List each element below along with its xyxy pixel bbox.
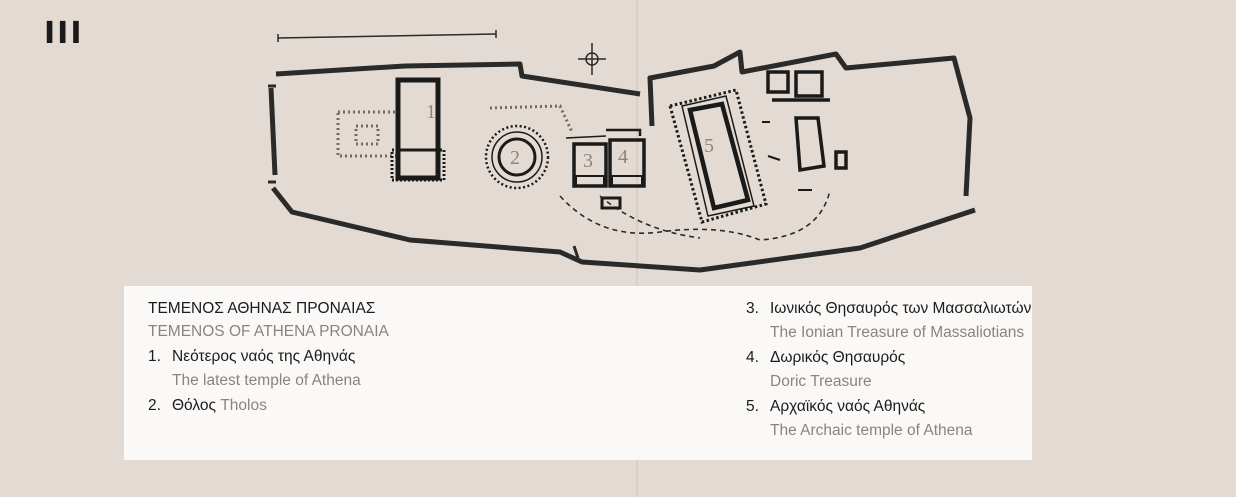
wall-markers	[268, 84, 580, 259]
legend-item-2-greek: Θόλος	[172, 397, 216, 414]
eastern-buildings	[762, 70, 848, 191]
map-label-2: 2	[510, 147, 520, 169]
legend-item-5-english: The Archaic temple of Athena	[770, 422, 973, 439]
legend-item-3-number: 3.	[746, 300, 759, 317]
page-fold	[636, 0, 638, 497]
altar-plan	[600, 196, 622, 210]
legend-item-4-english: Doric Treasure	[770, 373, 872, 390]
temple-1-plan	[390, 77, 446, 182]
foundation-outlines	[336, 104, 574, 158]
legend-item-5-greek: Αρχαϊκός ναός Αθηνάς	[770, 398, 926, 415]
legend-item-4-number: 4.	[746, 349, 759, 366]
legend-item-2-text: Θόλος Tholos	[172, 397, 267, 415]
legend-item-3-english: The Ionian Treasure of Massaliotians	[770, 324, 1025, 341]
tholos-plan	[484, 124, 550, 190]
temple-5-plan	[668, 88, 768, 224]
scale-bar	[277, 30, 497, 42]
legend-item-1-greek: Νεότερος ναός της Αθηνάς	[172, 348, 356, 365]
legend-item-3-greek: Ιωνικός Θησαυρός των Μασσαλιωτών	[770, 300, 1032, 317]
map-label-4: 4	[618, 146, 628, 168]
dashed-paths	[559, 189, 831, 241]
legend-item-2-english: Tholos	[220, 397, 267, 414]
map-label-5: 5	[704, 135, 714, 157]
enclosure-walls	[268, 49, 976, 273]
north-arrow-icon	[578, 43, 606, 75]
map-label-3: 3	[583, 150, 593, 172]
legend-item-4-greek: Δωρικός Θησαυρός	[770, 349, 906, 366]
legend-item-1-number: 1.	[148, 348, 161, 365]
legend-title-english: TEMENOS OF ATHENA PRONAIA	[148, 323, 389, 340]
legend-title-greek: ΤΕΜΕΝΟΣ ΑΘΗΝΑΣ ΠΡΟΝΑΙΑΣ	[148, 300, 376, 317]
treasury-3-plan	[565, 135, 608, 188]
legend-box: ΤΕΜΕΝΟΣ ΑΘΗΝΑΣ ΠΡΟΝΑΙΑΣ TEMENOS OF ATHEN…	[124, 286, 1032, 460]
treasury-4-plan	[606, 128, 646, 188]
map-label-1: 1	[426, 101, 436, 123]
legend-item-1-english: The latest temple of Athena	[172, 372, 361, 389]
legend-item-2-number: 2.	[148, 397, 161, 414]
legend-item-5-number: 5.	[746, 398, 759, 415]
section-number: III	[44, 16, 84, 51]
